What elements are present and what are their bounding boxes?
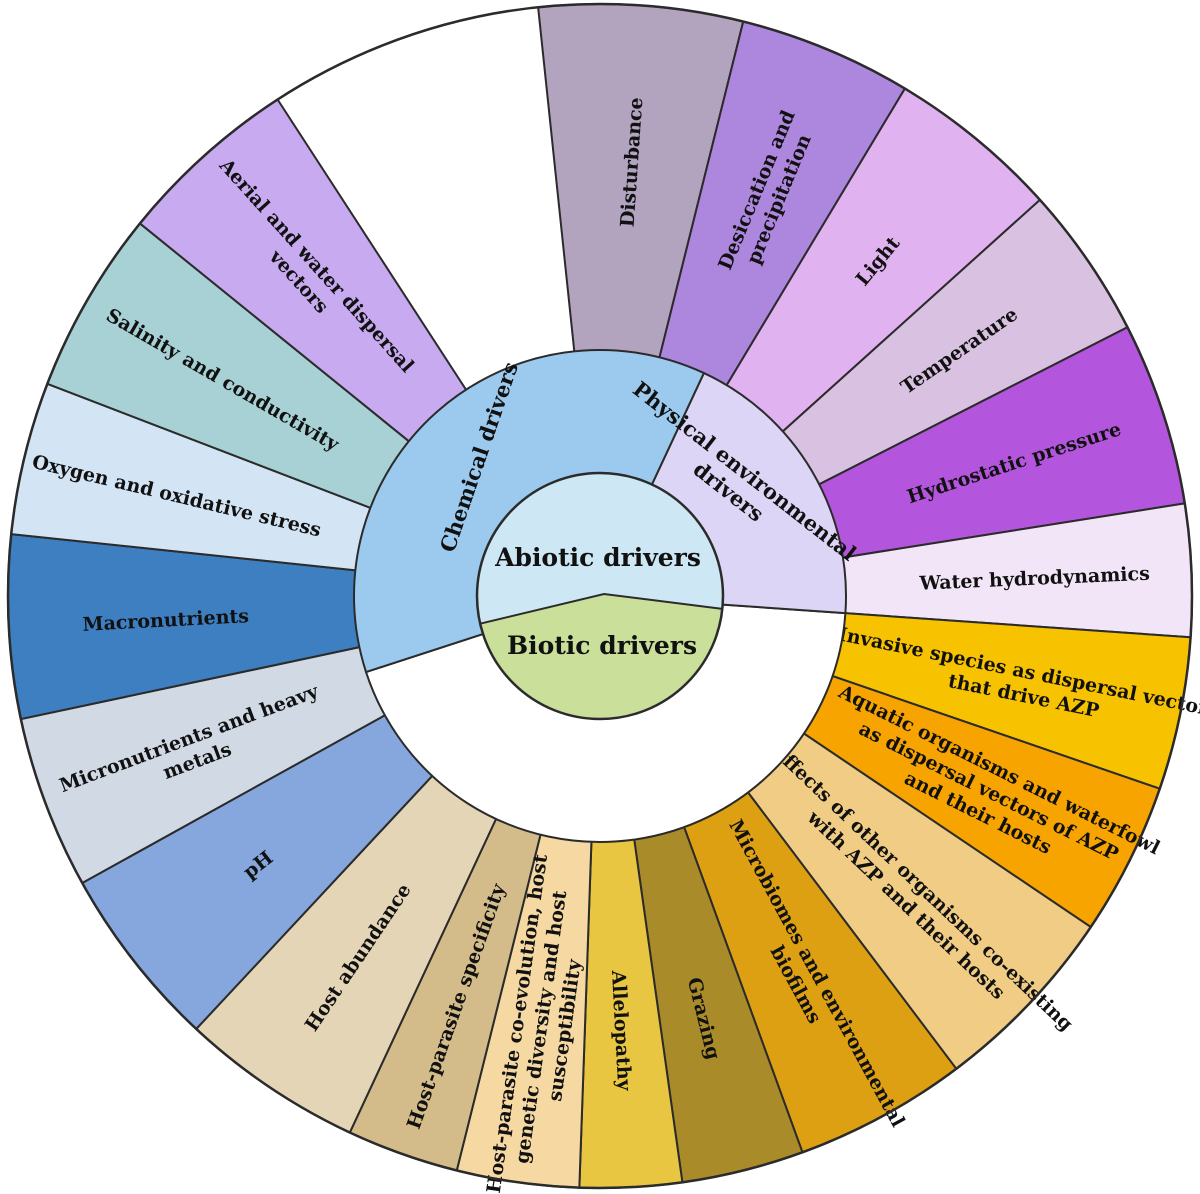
biotic-label: Biotic drivers [507, 631, 697, 660]
wheel-outline [6, 2, 1194, 1190]
core-outline [475, 471, 725, 721]
abiotic-label: Abiotic drivers [494, 543, 701, 572]
core-divider [479, 592, 723, 625]
abiotic-core [477, 472, 723, 624]
